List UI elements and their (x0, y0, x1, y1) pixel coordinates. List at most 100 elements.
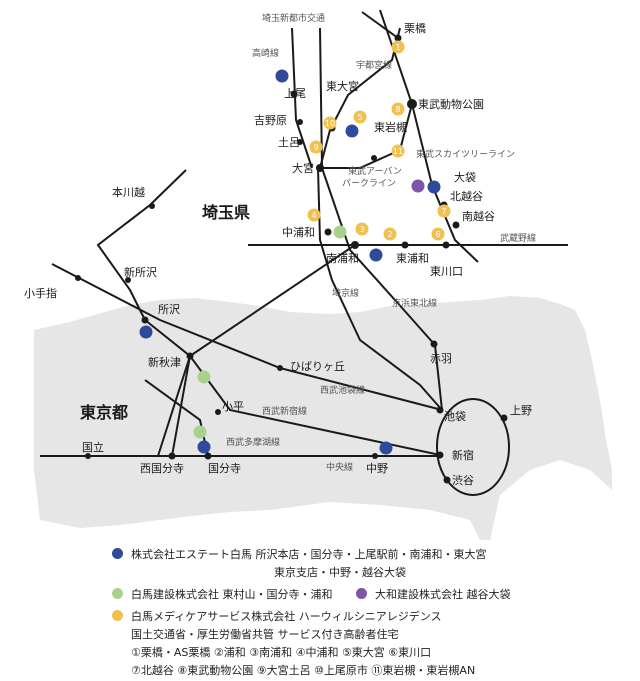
numbered-marker: 5 (353, 110, 367, 124)
line-label: 西武池袋線 (320, 384, 365, 396)
svg-text:1: 1 (395, 43, 400, 52)
numbered-marker: 2 (383, 227, 397, 241)
station-label: 新秋津 (148, 355, 181, 369)
station-label: 栗橋 (404, 21, 426, 35)
line-label: 西武多摩湖線 (226, 436, 280, 448)
yamanote-loop (436, 398, 510, 496)
marker-blue (427, 180, 441, 194)
svg-text:10: 10 (325, 119, 335, 128)
tobu-urban-park-line (320, 103, 413, 169)
legend-row-green: 白馬建設株式会社 東村山・国分寺・浦和 (112, 586, 333, 602)
line-label: 東武アーバン (348, 165, 402, 177)
legend-row-yellow: 白馬メディケアサービス株式会社 ハーウィルシニアレジデンス (112, 608, 442, 624)
marker-green (197, 370, 211, 384)
line-label: 武蔵野線 (500, 232, 536, 244)
station-label: 国分寺 (208, 462, 241, 475)
seibu-shinjuku-line-north (96, 169, 187, 321)
svg-text:5: 5 (357, 113, 362, 122)
marker-blue (197, 440, 211, 454)
station-label: 中浦和 (282, 226, 315, 239)
legend-dot-purple (356, 588, 367, 599)
station-label: 南浦和 (326, 252, 359, 265)
station-label: 上尾 (284, 87, 306, 100)
seibu-line-link (157, 355, 191, 457)
saikyo-line (317, 167, 443, 411)
station-label: 南越谷 (462, 209, 495, 223)
legend-dot-green (112, 588, 123, 599)
station-label: 小手指 (24, 286, 57, 300)
legend-dot-blue (112, 548, 123, 559)
marker-purple (411, 179, 425, 193)
station-label: 上野 (510, 404, 532, 417)
station-label: 所沢 (158, 302, 180, 316)
line-label: 埼京線 (332, 287, 359, 299)
station-label: 赤羽 (430, 352, 452, 365)
legend-dot-yellow (112, 610, 123, 621)
marker-blue (139, 325, 153, 339)
svg-text:8: 8 (395, 105, 400, 114)
station-label: 東武動物公園 (418, 97, 484, 111)
station-label: 東大宮 (326, 79, 359, 93)
line-label: 高崎線 (252, 47, 279, 59)
numbered-marker: 3 (355, 222, 369, 236)
station-label: 中野 (366, 462, 388, 475)
line-label: 中央線 (326, 461, 353, 473)
numbered-marker: 9 (309, 140, 323, 154)
line-label: 京浜東北線 (392, 297, 437, 309)
station-label: 池袋 (444, 409, 466, 423)
legend-numbered-row: ⑦北越谷 ⑧東武動物公園 ⑨大宮土呂 ⑩上尾原市 ⑪東岩槻・東岩槻AN (131, 664, 476, 677)
svg-text:4: 4 (311, 211, 316, 220)
numbered-marker: 4 (307, 208, 321, 222)
numbered-marker: 1 (391, 40, 405, 54)
station-label: 吉野原 (254, 114, 287, 127)
seibu-shinjuku-line (144, 319, 441, 456)
legend-text: 白馬建設株式会社 東村山・国分寺・浦和 (131, 588, 333, 601)
svg-text:2: 2 (387, 230, 392, 239)
takasaki-line (291, 27, 313, 169)
station-label: 大宮 (292, 161, 314, 175)
numbered-marker: 7 (437, 204, 451, 218)
station-label: 北越谷 (450, 189, 483, 203)
station-label: 大袋 (454, 170, 476, 184)
station-label: 渋谷 (452, 474, 474, 487)
seibu-ikebukuro-line (51, 263, 443, 411)
station-label: 東川口 (430, 265, 463, 278)
legend-numbered-row: ①栗橋・AS栗橋 ②浦和 ③南浦和 ④中浦和 ⑤東大宮 ⑥東川口 (131, 646, 432, 659)
company-markers (139, 69, 441, 455)
marker-blue (345, 124, 359, 138)
line-label: 埼玉新都市交通 (262, 12, 325, 24)
tokyo-land-area (34, 296, 612, 540)
station-label: 土呂 (278, 136, 300, 149)
legend-row-blue: 株式会社エステート白馬 所沢本店・国分寺・上尾駅前・南浦和・東大宮 (112, 546, 487, 562)
station-label: 国立 (82, 440, 104, 454)
tobu-skytree-north (361, 11, 399, 39)
station-label: 本川越 (112, 185, 145, 199)
legend-text: 株式会社エステート白馬 所沢本店・国分寺・上尾駅前・南浦和・東大宮 (131, 548, 487, 561)
marker-green (193, 425, 207, 439)
legend-text-sub: 国土交通省・厚生労働省共管 サービス付き高齢者住宅 (131, 628, 399, 641)
railway-map: 埼玉県 東京都 埼玉新都市交通 高崎線 宇都宮線 東武スカイツリーライン 東武ア… (24, 9, 612, 540)
station-label: 東岩槻 (374, 120, 407, 134)
station-label: 西国分寺 (140, 462, 184, 475)
numbered-marker: 8 (391, 102, 405, 116)
sea-bay (490, 460, 612, 540)
numbered-marker: 10 (323, 116, 337, 130)
marker-green (333, 225, 347, 239)
numbered-markers: 1 2 3 4 5 6 7 8 9 10 11 (307, 40, 451, 241)
numbered-marker: 11 (391, 144, 405, 158)
marker-blue (275, 69, 289, 83)
legend-row-purple: 大和建設株式会社 越谷大袋 (356, 586, 511, 602)
legend-text: 大和建設株式会社 越谷大袋 (375, 588, 511, 601)
line-label: 東武スカイツリーライン (416, 148, 515, 160)
utsunomiya-line (319, 27, 401, 169)
svg-text:11: 11 (393, 147, 403, 156)
station-label: 新宿 (452, 448, 474, 462)
legend-text: 白馬メディケアサービス株式会社 ハーウィルシニアレジデンス (131, 610, 442, 623)
svg-text:7: 7 (441, 207, 446, 216)
line-label: 宇都宮線 (356, 59, 392, 71)
line-label: パークライン (342, 178, 396, 189)
region-label-tokyo: 東京都 (80, 403, 128, 422)
keihin-tohoku-line (321, 167, 443, 411)
legend-text-sub: 東京支店・中野・越谷大袋 (274, 566, 406, 579)
